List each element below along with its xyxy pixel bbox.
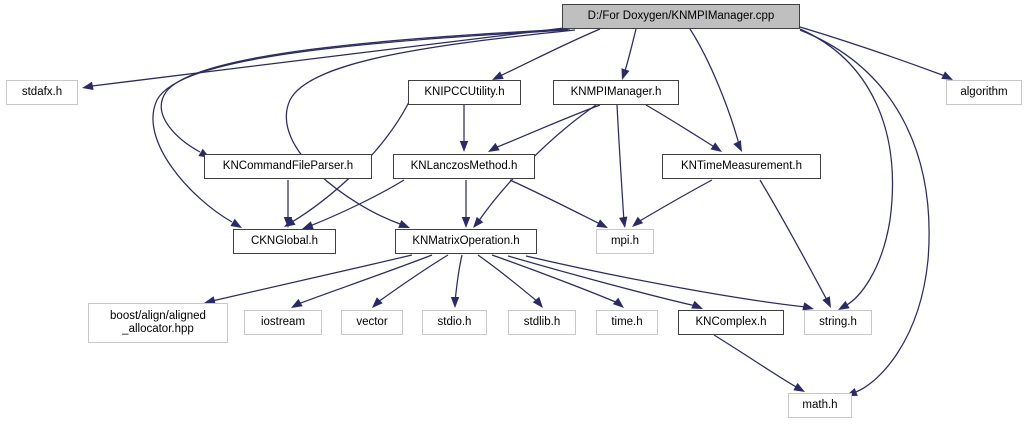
graph-edge-arrowhead [612,297,624,308]
graph-node-ipcc[interactable]: KNIPCCUtility.h [408,80,521,105]
graph-edge [454,254,463,303]
graph-edge-arrowhead [204,296,216,305]
graph-edge-arrowhead [802,302,814,311]
graph-edge-arrowhead [82,81,94,90]
graph-edge-arrowhead [492,71,504,80]
graph-node-cknglobal[interactable]: CKNGlobal.h [233,229,336,254]
graph-edge-arrowhead [941,71,953,80]
graph-edge [91,27,565,87]
graph-edge [645,104,717,149]
graph-node-time[interactable]: time.h [596,310,658,335]
graph-node-stdio[interactable]: stdio.h [422,310,487,335]
graph-edge [799,28,894,307]
graph-edge-arrowhead [372,297,383,308]
graph-edge [713,334,799,389]
graph-edge-arrowhead [450,297,460,308]
graph-edge-arrowhead [710,142,722,152]
graph-node-boost[interactable]: boost/align/aligned _allocator.hpp [88,303,228,343]
graph-edge [799,26,946,77]
graph-edge [499,28,601,77]
graph-edge-arrowhead [461,217,471,228]
graph-edge [799,29,930,393]
graph-edge-arrowhead [621,68,630,80]
graph-edge-arrowhead [283,217,293,228]
graph-edge-arrowhead [302,221,314,230]
graph-edge-arrowhead [398,220,410,228]
graph-edge-arrowhead [488,142,500,152]
graph-edge-arrowhead [619,216,628,228]
graph-edge [211,254,413,302]
graph-edge [297,254,433,305]
graph-edge [160,28,571,153]
graph-edge-arrowhead [473,216,484,228]
graph-node-cmdparser[interactable]: KNCommandFileParser.h [204,154,372,179]
graph-node-mpimgr[interactable]: KNMPIManager.h [553,80,679,105]
graph-edge-arrowhead [733,140,742,152]
graph-edge-arrowhead [230,218,242,228]
graph-node-mpi[interactable]: mpi.h [596,229,654,254]
graph-edge-arrowhead [691,300,703,309]
graph-node-root[interactable]: D:/For Doxygen/KNMPIManager.cpp [562,4,800,29]
graph-edge-arrowhead [793,382,805,392]
graph-edge [507,255,697,307]
graph-node-vector[interactable]: vector [341,310,403,335]
graph-edge [477,254,539,303]
graph-edge-arrowhead [838,300,850,310]
graph-edge [152,29,569,223]
graph-edge-arrowhead [459,141,469,152]
graph-edge [494,104,601,149]
graph-node-kncomplex[interactable]: KNComplex.h [678,310,784,335]
graph-node-matrixop[interactable]: KNMatrixOperation.h [395,229,537,254]
graph-edge-arrowhead [632,216,644,227]
graph-node-timemeas[interactable]: KNTimeMeasurement.h [662,154,821,179]
graph-node-stdafx[interactable]: stdafx.h [6,80,78,105]
graph-edge [637,179,713,223]
graph-edge [309,179,405,227]
graph-edge [759,179,829,303]
graph-node-iostream[interactable]: iostream [244,310,322,335]
graph-edge [285,29,576,225]
graph-edge-arrowhead [596,219,608,228]
graph-edge [525,255,807,308]
graph-edge-arrowhead [822,296,831,308]
graph-edge [377,254,449,303]
graph-edge-arrowhead [532,296,543,308]
graph-edge [623,28,637,75]
graph-node-stdlib[interactable]: stdlib.h [508,310,576,335]
graph-edge-arrowhead [291,298,303,308]
graph-edge [509,179,601,225]
graph-node-string[interactable]: string.h [804,310,872,335]
graph-node-lanczos[interactable]: KNLanczosMethod.h [393,154,535,179]
graph-node-math[interactable]: math.h [788,393,852,418]
graph-node-algorithm[interactable]: algorithm [946,80,1022,105]
graph-edge [616,104,625,223]
graph-edge [689,28,741,149]
graph-edge [491,254,619,304]
